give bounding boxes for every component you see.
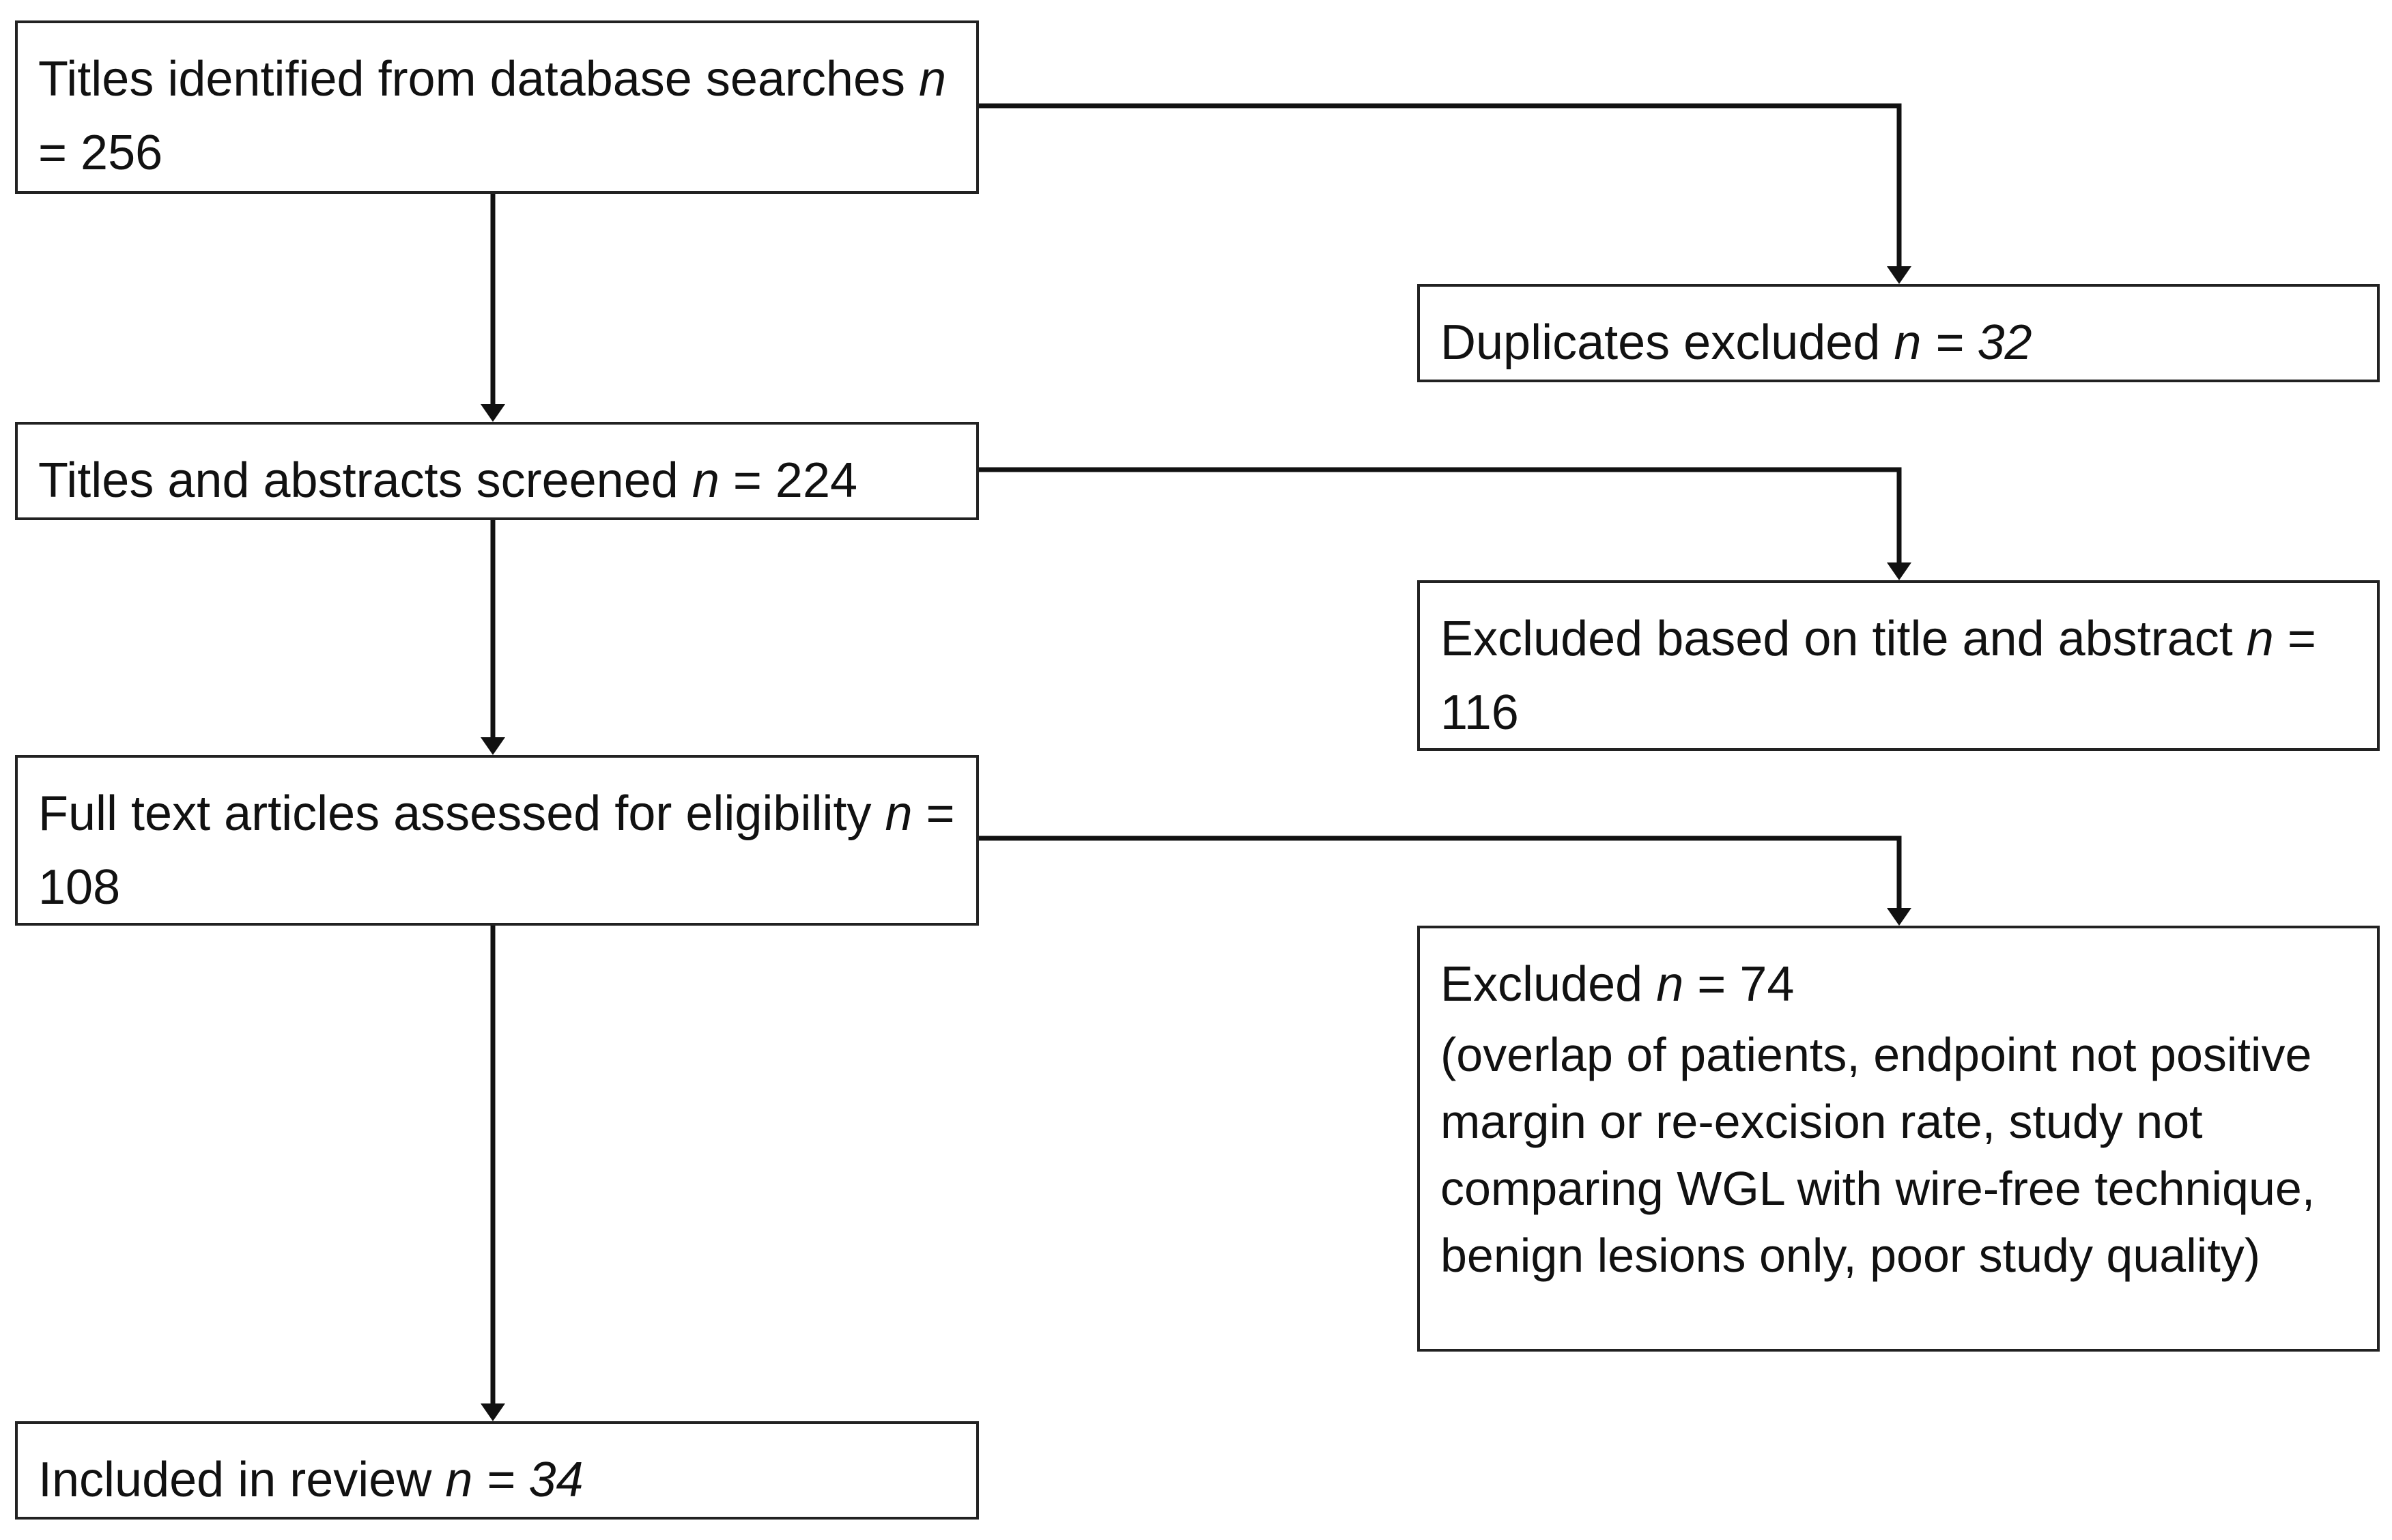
- duplicates-label: Duplicates excluded: [1440, 315, 1881, 370]
- excluded-title-n-symbol: n: [2246, 612, 2274, 666]
- box-titles-abstracts-screened: Titles and abstracts screened n = 224: [15, 422, 979, 520]
- excluded-title-label: Excluded based on title and abstract: [1440, 612, 2233, 666]
- arrow-identified-to-duplicates: [979, 103, 1902, 269]
- arrowhead-identified-to-duplicates: [1887, 266, 1911, 284]
- fulltext-label: Full text articles assessed for eligibil…: [38, 786, 872, 841]
- screened-n-value: = 224: [719, 453, 858, 508]
- box-excluded-title-abstract: Excluded based on title and abstract n =…: [1417, 580, 2380, 751]
- screened-n-symbol: n: [692, 453, 720, 508]
- box-included-in-review: Included in review n = 34: [15, 1421, 979, 1520]
- box-full-text-assessed: Full text articles assessed for eligibil…: [15, 755, 979, 926]
- screened-label: Titles and abstracts screened: [38, 453, 679, 508]
- excluded-title-n-value: = 116: [1440, 612, 2316, 740]
- arrowhead-fulltext-to-excluded-fulltext: [1887, 908, 1911, 926]
- included-n: n = 34: [445, 1453, 584, 1507]
- fulltext-n-symbol: n: [885, 786, 913, 841]
- excluded-fulltext-n-symbol: n: [1656, 957, 1684, 1012]
- arrow-fulltext-to-excluded-fulltext: [979, 836, 1902, 911]
- duplicates-n: n = 32: [1894, 315, 2032, 370]
- arrow-screened-to-excluded-title: [979, 467, 1902, 565]
- arrowhead-screened-to-excluded-title: [1887, 562, 1911, 580]
- excluded-fulltext-label: Excluded: [1440, 957, 1643, 1012]
- arrowhead-screened-to-fulltext: [481, 737, 505, 755]
- box-duplicates-excluded: Duplicates excluded n = 32: [1417, 284, 2380, 382]
- box-titles-identified: Titles identified from database searches…: [15, 20, 979, 194]
- excluded-fulltext-reasons: (overlap of patients, endpoint not posit…: [1440, 1028, 2316, 1282]
- identified-label: Titles identified from database searches: [38, 52, 905, 106]
- identified-n-symbol: n: [919, 52, 947, 106]
- included-label: Included in review: [38, 1453, 432, 1507]
- box-excluded-full-text: Excluded n = 74 (overlap of patients, en…: [1417, 926, 2380, 1352]
- identified-n-value: = 256: [38, 126, 163, 180]
- fulltext-n-value: = 108: [38, 786, 955, 915]
- arrowhead-identified-to-screened: [481, 404, 505, 422]
- arrowhead-fulltext-to-included: [481, 1403, 505, 1421]
- excluded-fulltext-n-value: = 74: [1683, 957, 1795, 1012]
